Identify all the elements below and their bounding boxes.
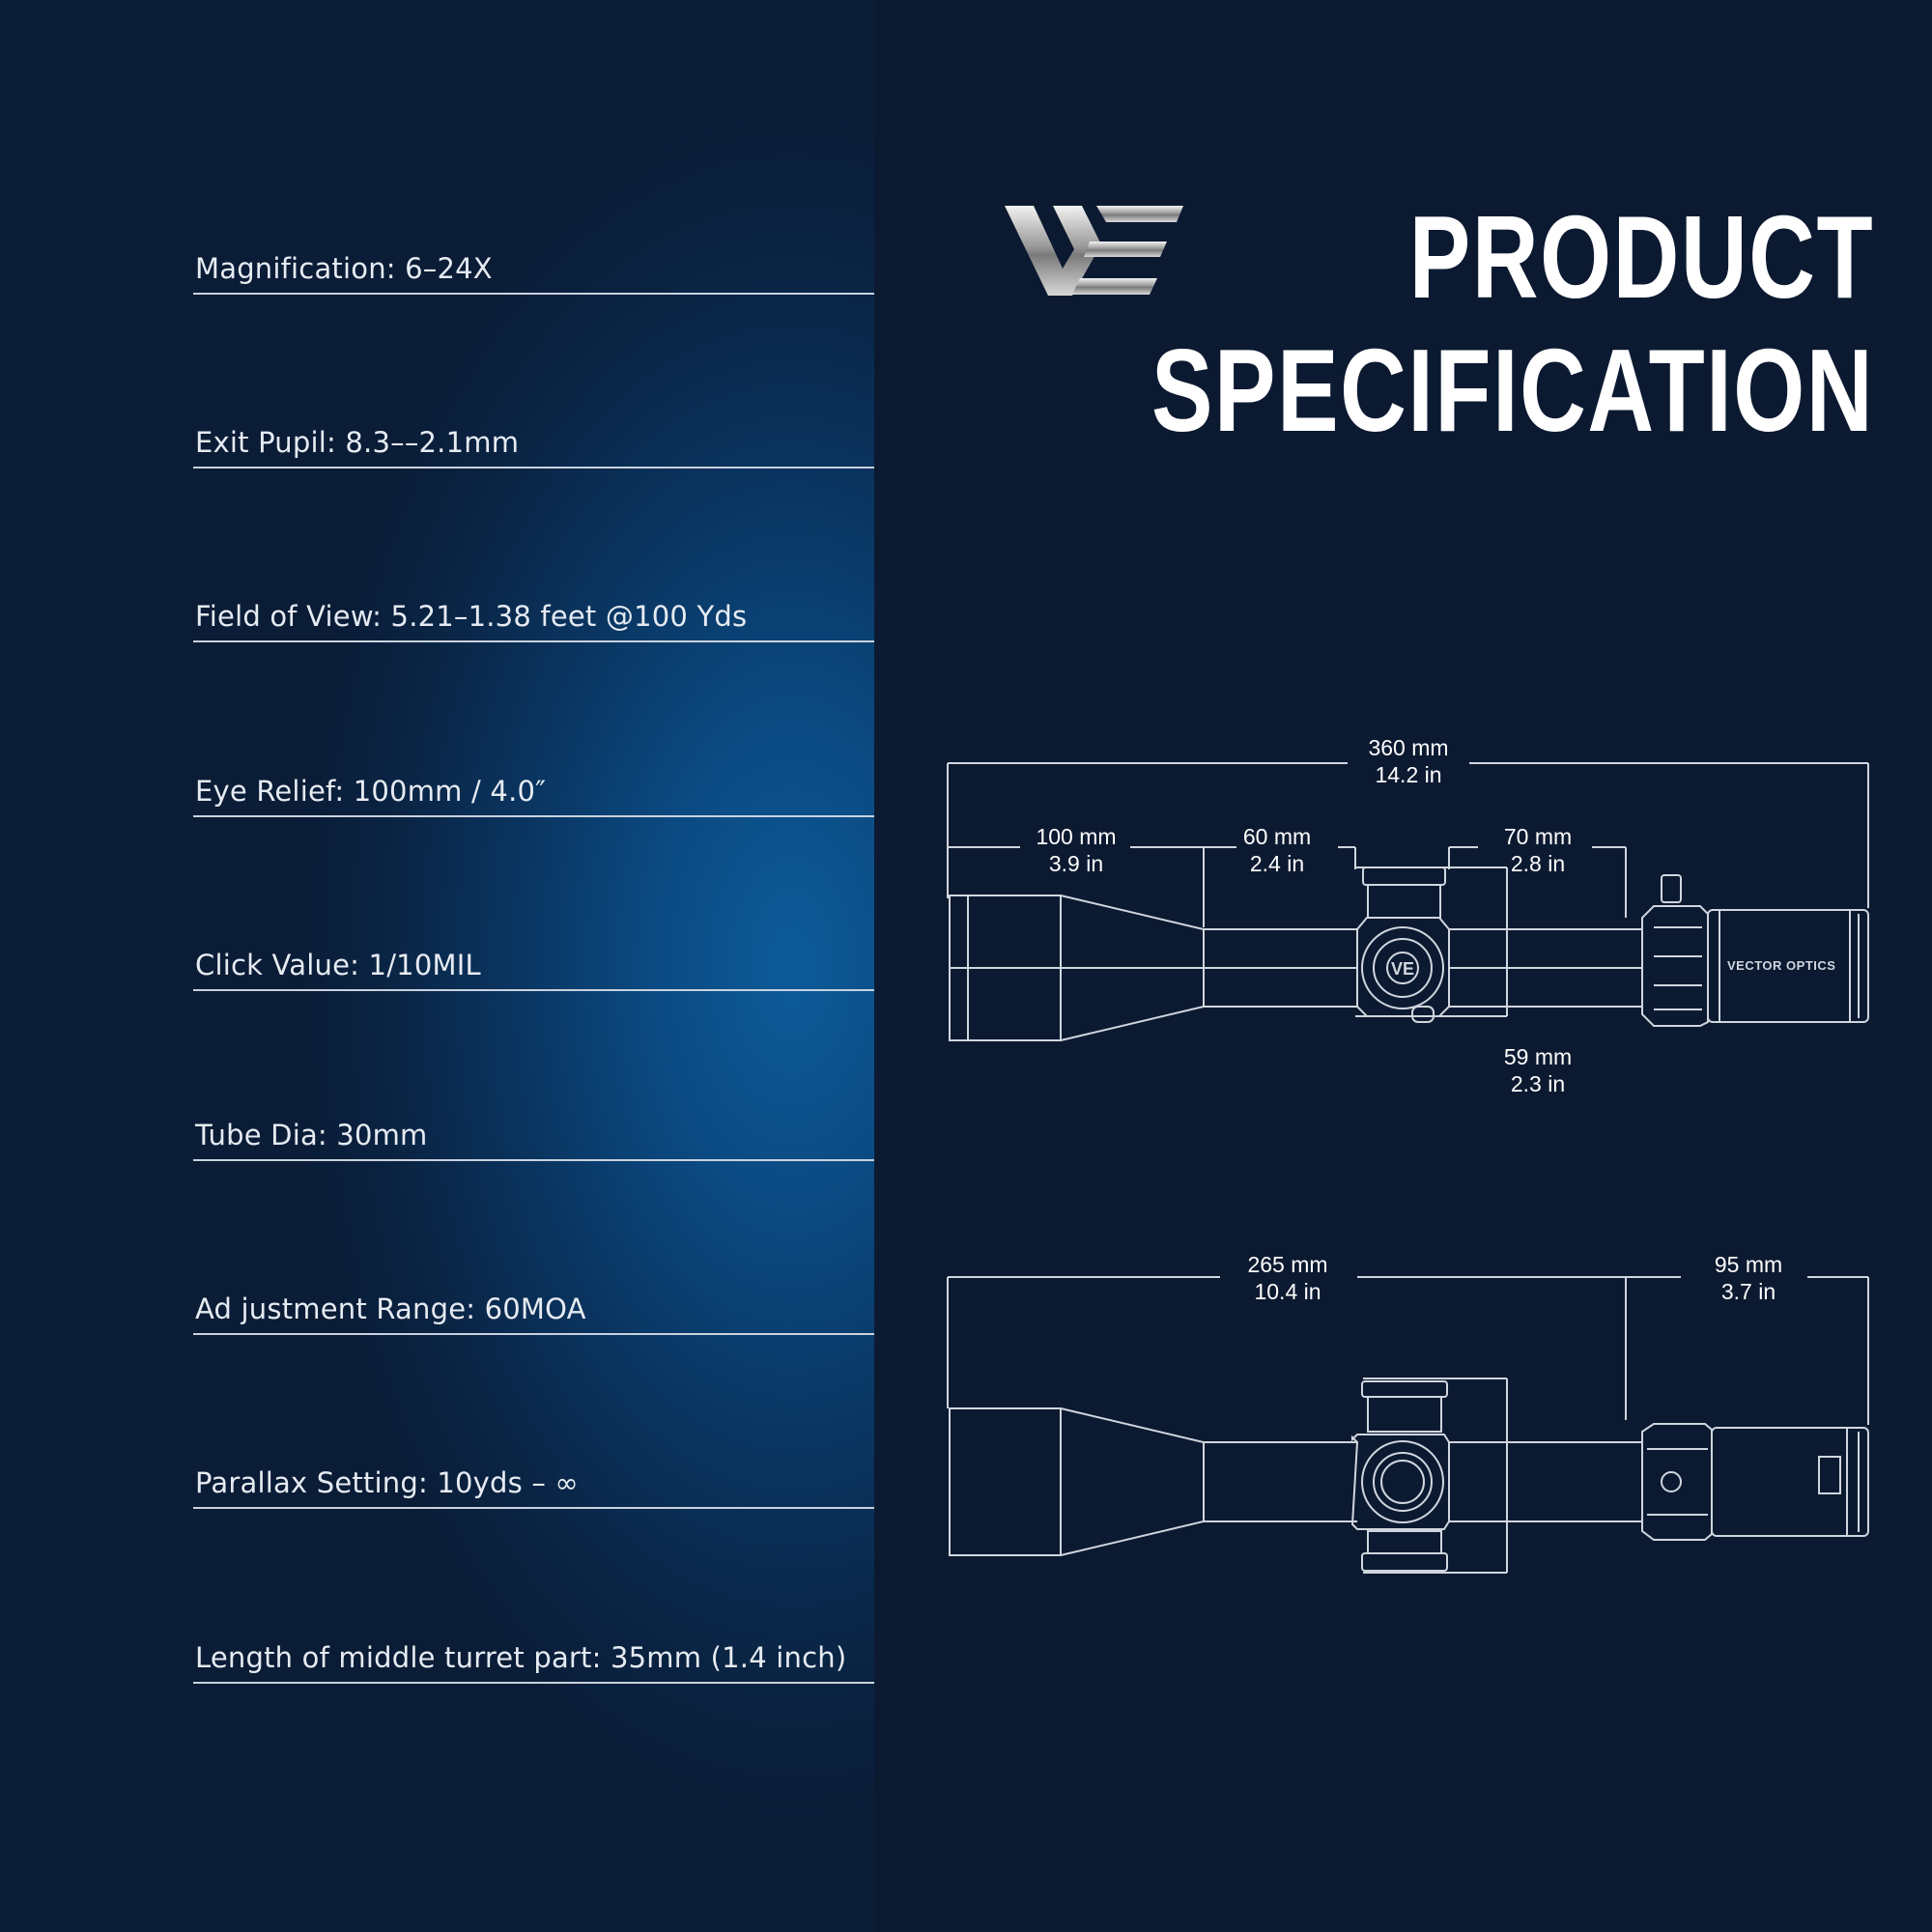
spec-text: Parallax Setting: 10yds – ∞ [195, 1466, 579, 1499]
scope-brand-text: VECTOR OPTICS [1727, 958, 1836, 973]
scope-top-view [949, 867, 1869, 1041]
spec-text: Tube Dia: 30mm [195, 1119, 428, 1151]
spec-row-magnification: Magnification: 6–24X [193, 235, 874, 295]
spec-row-field-of-view: Field of View: 5.21–1.38 feet @100 Yds [193, 582, 874, 642]
turret-ve-icon: VE [1391, 959, 1414, 979]
spec-text: Eye Relief: 100mm / 4.0″ [195, 775, 547, 808]
spec-text: Exit Pupil: 8.3––2.1mm [195, 426, 520, 459]
spec-text: Ad justment Range: 60MOA [195, 1293, 586, 1325]
spec-text: Field of View: 5.21–1.38 feet @100 Yds [195, 600, 748, 633]
svg-text:VE: VE [1391, 959, 1414, 979]
spec-row-eye-relief: Eye Relief: 100mm / 4.0″ [193, 757, 874, 817]
scope-side-view [949, 1380, 1869, 1572]
diagram-panel-background [874, 0, 1932, 1932]
dimension-lines-side [947, 1276, 1869, 1574]
spec-text: Click Value: 1/10MIL [195, 949, 481, 981]
spec-text: Magnification: 6–24X [195, 252, 493, 285]
title-line-2: SPECIFICATION [1151, 325, 1874, 456]
spec-panel-background [0, 0, 874, 1932]
spec-row-turret-length: Length of middle turret part: 35mm (1.4 … [193, 1624, 874, 1684]
spec-row-adjustment-range: Ad justment Range: 60MOA [193, 1275, 874, 1335]
spec-row-parallax: Parallax Setting: 10yds – ∞ [193, 1449, 874, 1509]
spec-row-tube-dia: Tube Dia: 30mm [193, 1101, 874, 1161]
title-line-1: PRODUCT [1408, 191, 1874, 323]
ve-logo-icon [1005, 206, 1183, 296]
spec-row-exit-pupil: Exit Pupil: 8.3––2.1mm [193, 409, 874, 469]
spec-row-click-value: Click Value: 1/10MIL [193, 931, 874, 991]
spec-text: Length of middle turret part: 35mm (1.4 … [195, 1641, 847, 1674]
